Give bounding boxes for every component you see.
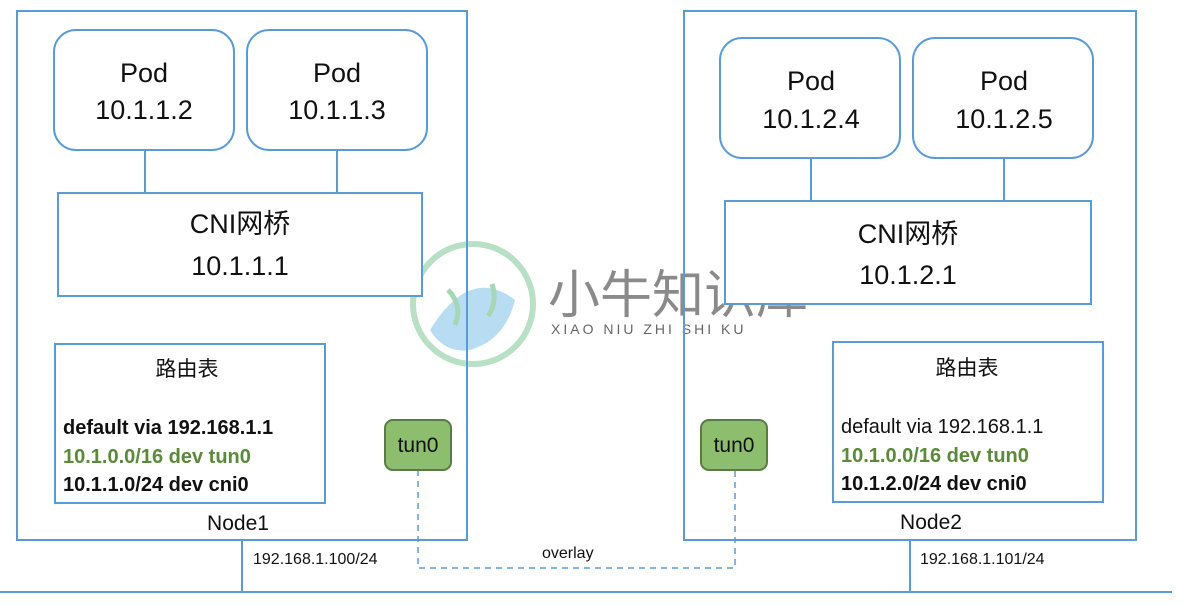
node1-bridge-ip: 10.1.1.1 (191, 251, 289, 281)
node1-route-table (54, 343, 326, 504)
bull-head-logo (410, 241, 536, 367)
node2-pod-2 (912, 37, 1094, 159)
node1-route-default: default via 192.168.1.1 (63, 417, 273, 439)
node2-route-title: 路由表 (936, 357, 999, 380)
node1-route-tun: 10.1.0.0/16 dev tun0 (63, 446, 251, 468)
node2-route-cni: 10.1.2.0/24 dev cni0 (841, 473, 1027, 495)
node1-route-cni: 10.1.1.0/24 dev cni0 (63, 474, 249, 496)
node1-label: Node1 (207, 512, 269, 535)
watermark: 小牛知识库 XIAO NIU ZHI SHI KU (410, 241, 808, 367)
node1-tun0 (384, 419, 452, 471)
node2-ip: 192.168.1.101/24 (920, 551, 1045, 568)
node2: Pod 10.1.2.4 Pod 10.1.2.5 CNI网桥 10.1.2.1… (683, 10, 1137, 592)
overlay-label: overlay (542, 545, 594, 562)
node1-pod-1-ip: 10.1.1.2 (95, 95, 193, 125)
node1: Pod 10.1.1.2 Pod 10.1.1.3 CNI网桥 10.1.1.1… (16, 10, 468, 592)
node2-pod-2-ip: 10.1.2.5 (955, 104, 1053, 134)
node2-tun0 (700, 419, 768, 471)
node2-pod-1 (719, 37, 901, 159)
node2-route-tun: 10.1.0.0/16 dev tun0 (841, 445, 1029, 467)
node2-pod-1-title: Pod (787, 66, 835, 96)
node2-pod-1-ip: 10.1.2.4 (762, 104, 860, 134)
node1-pod-1-title: Pod (120, 58, 168, 88)
node2-tun0-label: tun0 (714, 434, 755, 457)
node2-route-default: default via 192.168.1.1 (841, 416, 1043, 438)
node2-label: Node2 (900, 511, 962, 534)
node1-pod-1 (53, 29, 235, 151)
node1-bridge (57, 192, 423, 297)
node1-route-title: 路由表 (156, 358, 219, 381)
node1-pod-2 (246, 29, 428, 151)
node2-pod-2-title: Pod (980, 66, 1028, 96)
node2-route-table (832, 341, 1104, 503)
node1-bridge-title: CNI网桥 (190, 209, 291, 239)
node1-tun0-label: tun0 (398, 434, 439, 457)
node2-bridge-ip: 10.1.2.1 (859, 260, 957, 290)
node1-ip: 192.168.1.100/24 (253, 551, 378, 568)
watermark-subtitle: XIAO NIU ZHI SHI KU (551, 321, 746, 337)
node1-pod-2-ip: 10.1.1.3 (288, 95, 386, 125)
node1-pod-2-title: Pod (313, 58, 361, 88)
node2-bridge (724, 200, 1092, 305)
overlay-dashed-path (417, 470, 736, 569)
node2-bridge-title: CNI网桥 (858, 219, 959, 249)
